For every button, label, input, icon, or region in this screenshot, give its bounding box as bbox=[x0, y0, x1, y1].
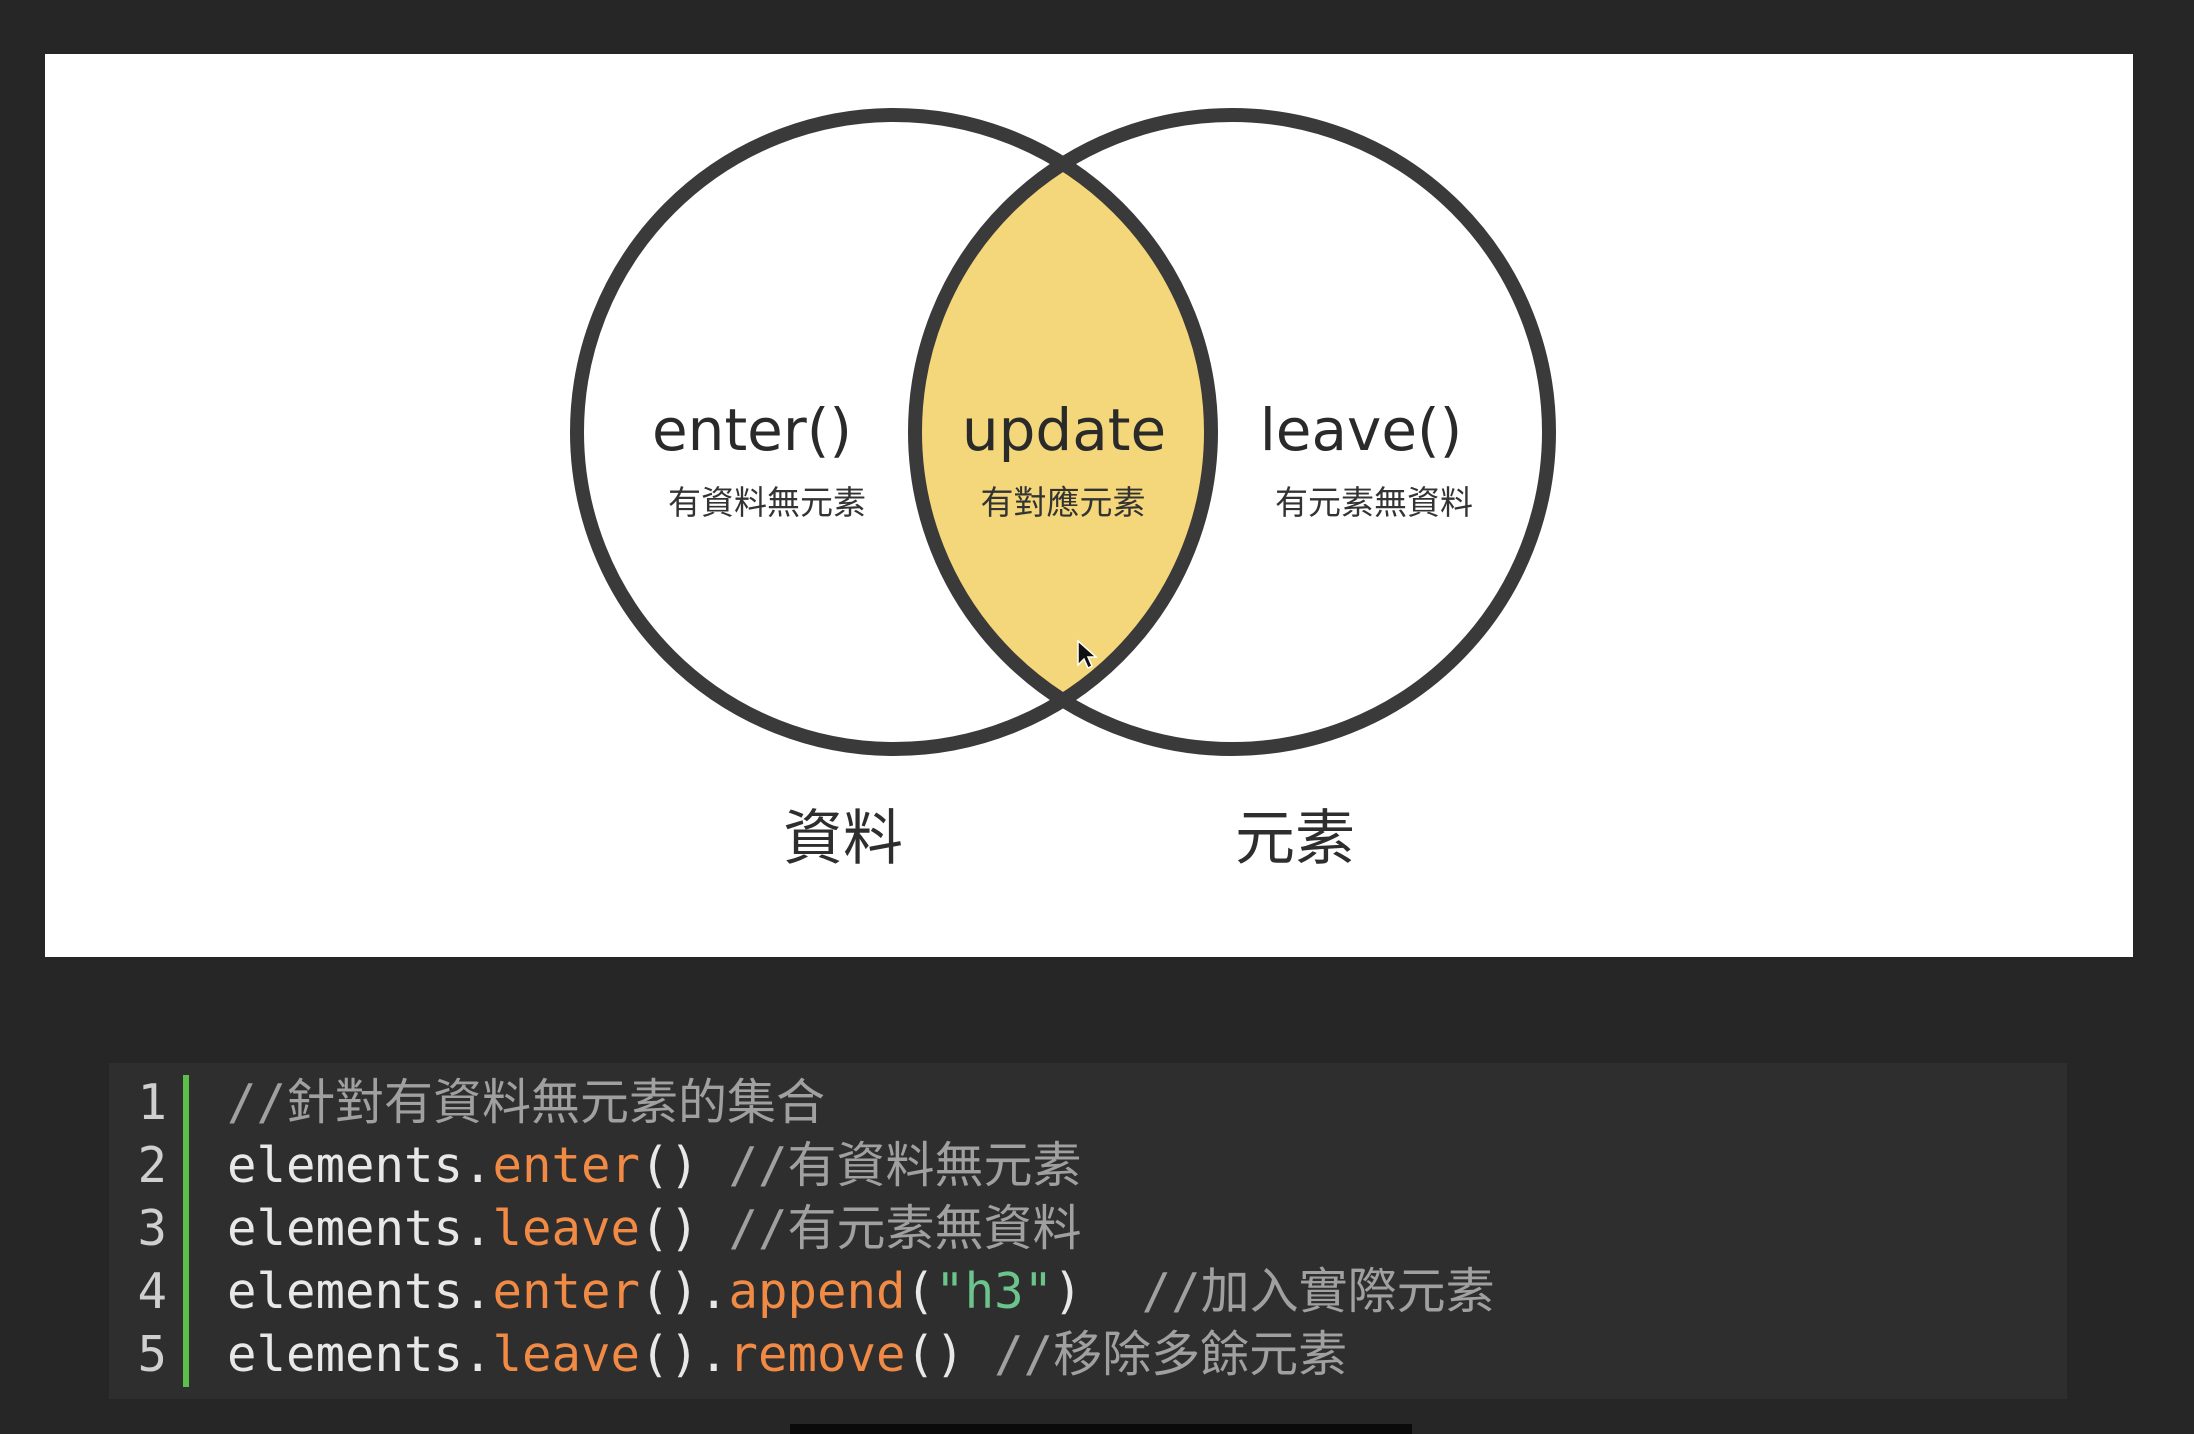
code-token-plain: ) bbox=[1053, 1263, 1142, 1320]
code-token-plain: elements. bbox=[227, 1200, 493, 1257]
code-token-method: append bbox=[728, 1263, 906, 1320]
update-label: update bbox=[962, 396, 1166, 464]
line-number: 1 bbox=[137, 1074, 167, 1131]
code-token-string: "h3" bbox=[935, 1263, 1054, 1320]
code-token-comment: //有資料無元素 bbox=[728, 1137, 1082, 1194]
line-code: elements.leave() //有元素無資料 bbox=[227, 1197, 1082, 1260]
update-description: 有對應元素 bbox=[981, 483, 1146, 522]
enter-label: enter() bbox=[652, 396, 852, 464]
code-token-method: enter bbox=[492, 1263, 641, 1320]
data-set-circle bbox=[570, 108, 1218, 756]
code-token-comment: //移除多餘元素 bbox=[994, 1326, 1348, 1383]
code-token-method: leave bbox=[492, 1326, 641, 1383]
code-token-method: remove bbox=[728, 1326, 906, 1383]
code-token-plain: elements. bbox=[227, 1326, 493, 1383]
element-caption: 元素 bbox=[1235, 804, 1355, 874]
code-token-plain: () bbox=[905, 1326, 995, 1383]
data-caption: 資料 bbox=[783, 804, 903, 874]
leave-label: leave() bbox=[1260, 396, 1463, 464]
code-token-plain: elements. bbox=[227, 1263, 493, 1320]
bottom-edge-bar bbox=[790, 1424, 1412, 1434]
code-token-plain: (). bbox=[640, 1263, 729, 1320]
element-set-circle bbox=[908, 108, 1556, 756]
line-code: elements.enter().append("h3") //加入實際元素 bbox=[227, 1260, 1495, 1323]
line-number: 5 bbox=[137, 1326, 167, 1383]
line-number: 3 bbox=[137, 1200, 167, 1257]
code-token-plain: elements. bbox=[227, 1137, 493, 1194]
code-token-comment: //加入實際元素 bbox=[1141, 1263, 1495, 1320]
venn-diagram-panel: enter() 有資料無元素 update 有對應元素 leave() 有元素無… bbox=[45, 54, 2133, 957]
enter-description: 有資料無元素 bbox=[668, 483, 866, 522]
mouse-cursor-icon bbox=[1077, 639, 1098, 670]
code-token-method: enter bbox=[492, 1137, 641, 1194]
code-token-plain: () bbox=[640, 1200, 729, 1257]
intersection-fill bbox=[915, 115, 1211, 749]
venn-diagram: enter() 有資料無元素 update 有對應元素 leave() 有元素無… bbox=[570, 108, 1556, 874]
line-code: elements.leave().remove() //移除多餘元素 bbox=[227, 1323, 1347, 1386]
line-number: 2 bbox=[137, 1137, 167, 1194]
line-code: elements.enter() //有資料無元素 bbox=[227, 1134, 1082, 1197]
leave-description: 有元素無資料 bbox=[1275, 483, 1473, 522]
code-token-plain: () bbox=[640, 1137, 729, 1194]
gutter-accent-line bbox=[183, 1075, 189, 1387]
line-number: 4 bbox=[137, 1263, 167, 1320]
line-code: //針對有資料無元素的集合 bbox=[227, 1071, 825, 1134]
code-token-method: leave bbox=[492, 1200, 641, 1257]
code-token-plain: ( bbox=[905, 1263, 936, 1320]
code-token-comment: //有元素無資料 bbox=[728, 1200, 1082, 1257]
code-token-comment: //針對有資料無元素的集合 bbox=[227, 1074, 826, 1131]
code-token-plain: (). bbox=[640, 1326, 729, 1383]
